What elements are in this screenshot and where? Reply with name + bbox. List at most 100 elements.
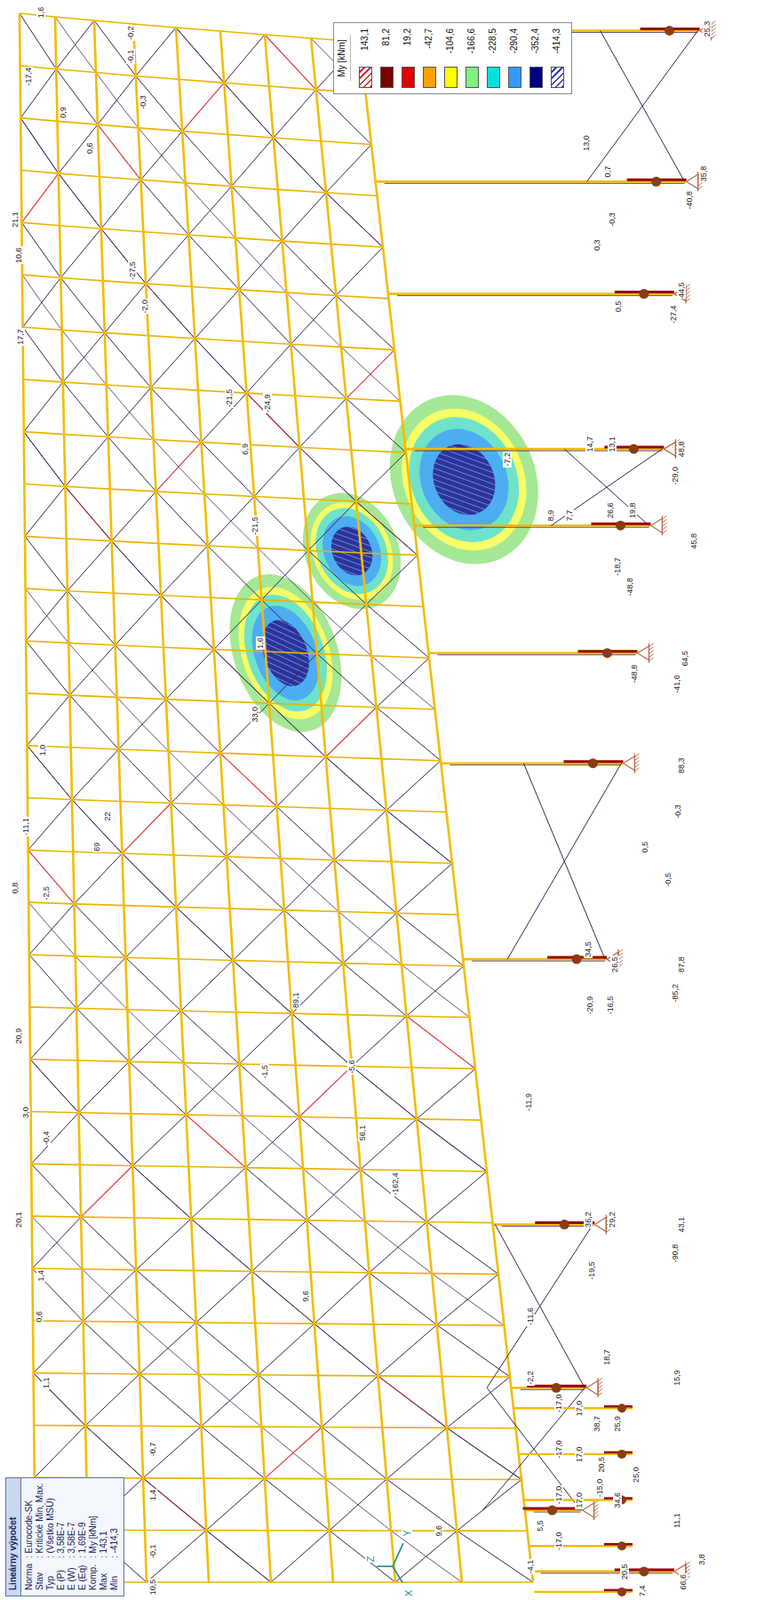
pinned-support — [586, 1379, 598, 1394]
support-hatch — [661, 525, 667, 530]
diagonal-member — [342, 963, 406, 1017]
column-edge — [414, 450, 663, 452]
diagonal-member — [264, 1477, 330, 1529]
diagonal-member — [396, 912, 464, 966]
diagonal-member — [76, 1007, 129, 1061]
support-hatch — [597, 1376, 603, 1381]
diagonal-member — [334, 859, 397, 914]
moment-value: 29,2 — [607, 1209, 617, 1228]
diagonal-member — [314, 1272, 370, 1323]
support-hatch — [594, 1503, 599, 1507]
moment-value: -27,5 — [127, 260, 137, 281]
diagonal-member — [277, 756, 327, 806]
diagonal-member — [160, 545, 208, 596]
legend-value: -104,6 — [445, 28, 456, 61]
diagonal-member — [58, 124, 98, 174]
axis-symbol — [376, 1542, 404, 1582]
diagonal-member — [286, 292, 343, 347]
support-hatch — [649, 653, 654, 658]
moment-value: 66,6 — [678, 1572, 688, 1591]
diagonal-member — [326, 756, 387, 810]
node-dot — [588, 757, 598, 768]
diagonal-member — [456, 1478, 522, 1530]
moment-value: 33,0 — [250, 705, 260, 724]
column-edge — [501, 1225, 594, 1226]
moment-value: -4,1 — [525, 1558, 535, 1575]
diagonal-member — [346, 397, 406, 453]
diagonal-member — [396, 862, 453, 913]
diagonal-member — [252, 1270, 315, 1323]
moment-value: 5,5 — [535, 1518, 545, 1532]
transverse-beam — [30, 1058, 476, 1069]
legend-row: 143,1 — [354, 28, 376, 88]
diagonal-member — [94, 20, 136, 76]
chord-beam — [133, 23, 209, 1582]
support-hatch — [618, 948, 623, 953]
support-hatch — [711, 23, 717, 28]
support-hatch — [597, 1384, 603, 1388]
moment-value: 0,9 — [58, 105, 68, 120]
diagonal-member — [284, 909, 343, 964]
wall-bracing — [486, 1224, 593, 1388]
diagonal-member — [68, 642, 117, 697]
diagonal-member — [67, 541, 112, 591]
diagonal-member — [416, 1118, 487, 1171]
diagonal-member — [145, 234, 189, 284]
support-hatch — [661, 522, 667, 526]
diagonal-member — [22, 274, 63, 330]
diagonal-member — [207, 545, 263, 600]
chord-beam — [359, 41, 534, 1582]
bracing-red — [64, 485, 112, 541]
moment-value: -0,1 — [148, 1542, 158, 1559]
diagonal-member — [181, 1010, 240, 1064]
diagonal-member — [252, 1219, 308, 1271]
diagonal-member — [446, 1426, 522, 1479]
support-hatch — [711, 27, 717, 32]
diagonal-member — [238, 289, 291, 344]
node-dot — [559, 1218, 570, 1229]
diagonal-member — [369, 1272, 438, 1325]
moment-value: -85,2 — [670, 982, 680, 1003]
diagonal-member — [252, 1270, 315, 1323]
moment-value: -17,0 — [554, 1392, 564, 1413]
diagonal-member — [183, 1062, 243, 1116]
wall-bracing — [550, 448, 662, 526]
bracing-red — [299, 1066, 352, 1117]
diagonal-member — [226, 856, 285, 910]
moment-value: 87,8 — [676, 955, 686, 973]
diagonal-member — [290, 343, 346, 398]
support-hatch — [634, 767, 639, 772]
legend-swatch — [444, 66, 458, 88]
legend-swatch — [486, 66, 501, 88]
transverse-beam — [33, 1372, 510, 1377]
moment-value: 44,5 — [676, 281, 686, 300]
node-dot — [617, 1402, 627, 1412]
diagonal-member — [71, 799, 122, 854]
info-value: : Kritické Min, Max. — [34, 1482, 46, 1558]
pinned-support — [594, 1217, 606, 1232]
diagonal-member — [273, 137, 327, 193]
moment-value: -17,4 — [23, 66, 33, 88]
moment-value: 1,6 — [36, 6, 46, 20]
diagonal-member — [58, 173, 102, 229]
diagonal-member — [175, 856, 227, 908]
moment-value: 0,3 — [592, 238, 602, 253]
diagonal-member — [151, 338, 196, 388]
moment-value: 14,7 — [585, 435, 595, 454]
diagonal-member — [258, 1322, 315, 1375]
diagonal-member — [111, 491, 157, 542]
diagonal-member — [26, 745, 72, 800]
moment-value: 17,0 — [574, 1490, 584, 1509]
info-key: E (Eq) — [77, 1562, 88, 1590]
diagonal-member — [246, 343, 292, 393]
diagonal-member — [273, 89, 317, 138]
support-hatch — [597, 1387, 603, 1392]
transverse-beam — [31, 1162, 487, 1171]
diagonal-member — [338, 911, 402, 965]
diagonal-member — [138, 127, 186, 184]
diagonal-member — [360, 1118, 417, 1170]
diagonal-member — [64, 485, 112, 541]
moment-value: -1,5 — [260, 1063, 270, 1080]
diagonal-member — [356, 452, 406, 502]
